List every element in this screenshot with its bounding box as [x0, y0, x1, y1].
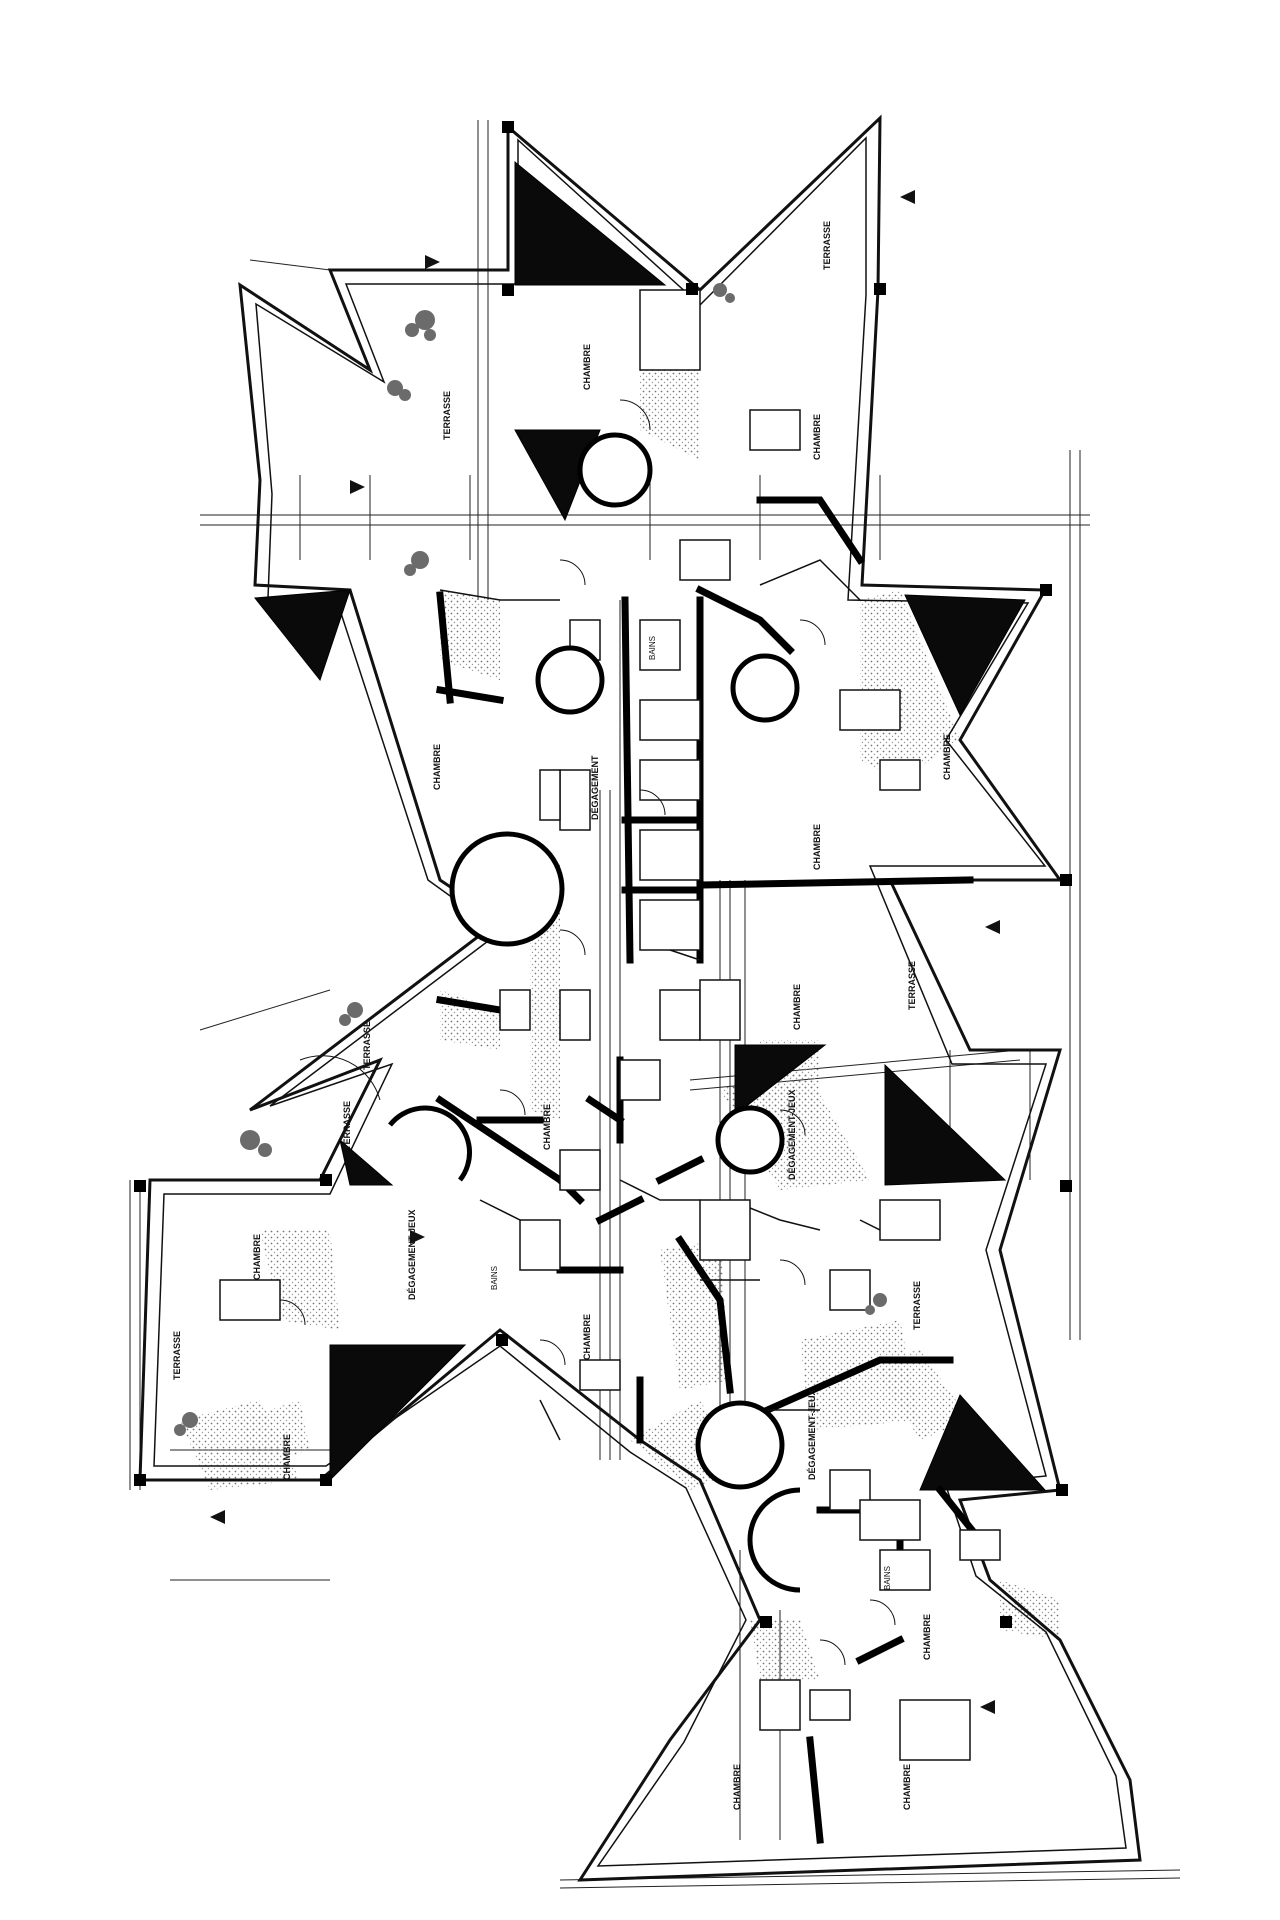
chambre-label: CHAMBRE: [902, 1764, 912, 1810]
bains-label: BAINS: [883, 1566, 892, 1590]
room-labels: TERRASSE TERRASSE TERRASSE TERRASSE TERR…: [172, 221, 952, 1810]
degagement-label: DÉGAGEMENT-JEUX: [787, 1089, 797, 1180]
degagement-label: DÉGAGEMENT-JEUX: [807, 1389, 817, 1480]
chambre-label: CHAMBRE: [942, 734, 952, 780]
chambre-label: CHAMBRE: [812, 414, 822, 460]
section-markers: [210, 190, 1000, 1714]
columns: [134, 121, 1072, 1628]
degagement-label: DÉGAGEMENT-JEUX: [407, 1209, 417, 1300]
bains-label: BAINS: [490, 1266, 499, 1290]
degagement-label: DÉGAGEMENT: [590, 755, 600, 820]
terrasse-label: TERRASSE: [342, 1101, 352, 1150]
bains-label: BAINS: [648, 636, 657, 660]
chambre-label: CHAMBRE: [432, 744, 442, 790]
chambre-label: CHAMBRE: [252, 1234, 262, 1280]
terrasse-label: TERRASSE: [822, 221, 832, 270]
chambre-label: CHAMBRE: [582, 344, 592, 390]
fixtures: [219, 289, 1001, 1761]
chambre-label: CHAMBRE: [792, 984, 802, 1030]
chambre-label: CHAMBRE: [582, 1314, 592, 1360]
chambre-label: CHAMBRE: [542, 1104, 552, 1150]
spiral-stairs: [388, 432, 801, 1593]
door-swings: [279, 399, 896, 1666]
chambre-label: CHAMBRE: [282, 1434, 292, 1480]
terrasse-label: TERRASSE: [907, 961, 917, 1010]
chambre-label: CHAMBRE: [732, 1764, 742, 1810]
terrasse-label: TERRASSE: [362, 1021, 372, 1070]
terrasse-label: TERRASSE: [912, 1281, 922, 1330]
dimension-lines: [129, 120, 1181, 1889]
terrasse-label: TERRASSE: [172, 1331, 182, 1380]
terrasse-label: TERRASSE: [442, 391, 452, 440]
terrace-plants: [174, 283, 887, 1436]
solid-triangles: [254, 160, 1047, 1491]
chambre-label: CHAMBRE: [812, 824, 822, 870]
chambre-label: CHAMBRE: [922, 1614, 932, 1660]
